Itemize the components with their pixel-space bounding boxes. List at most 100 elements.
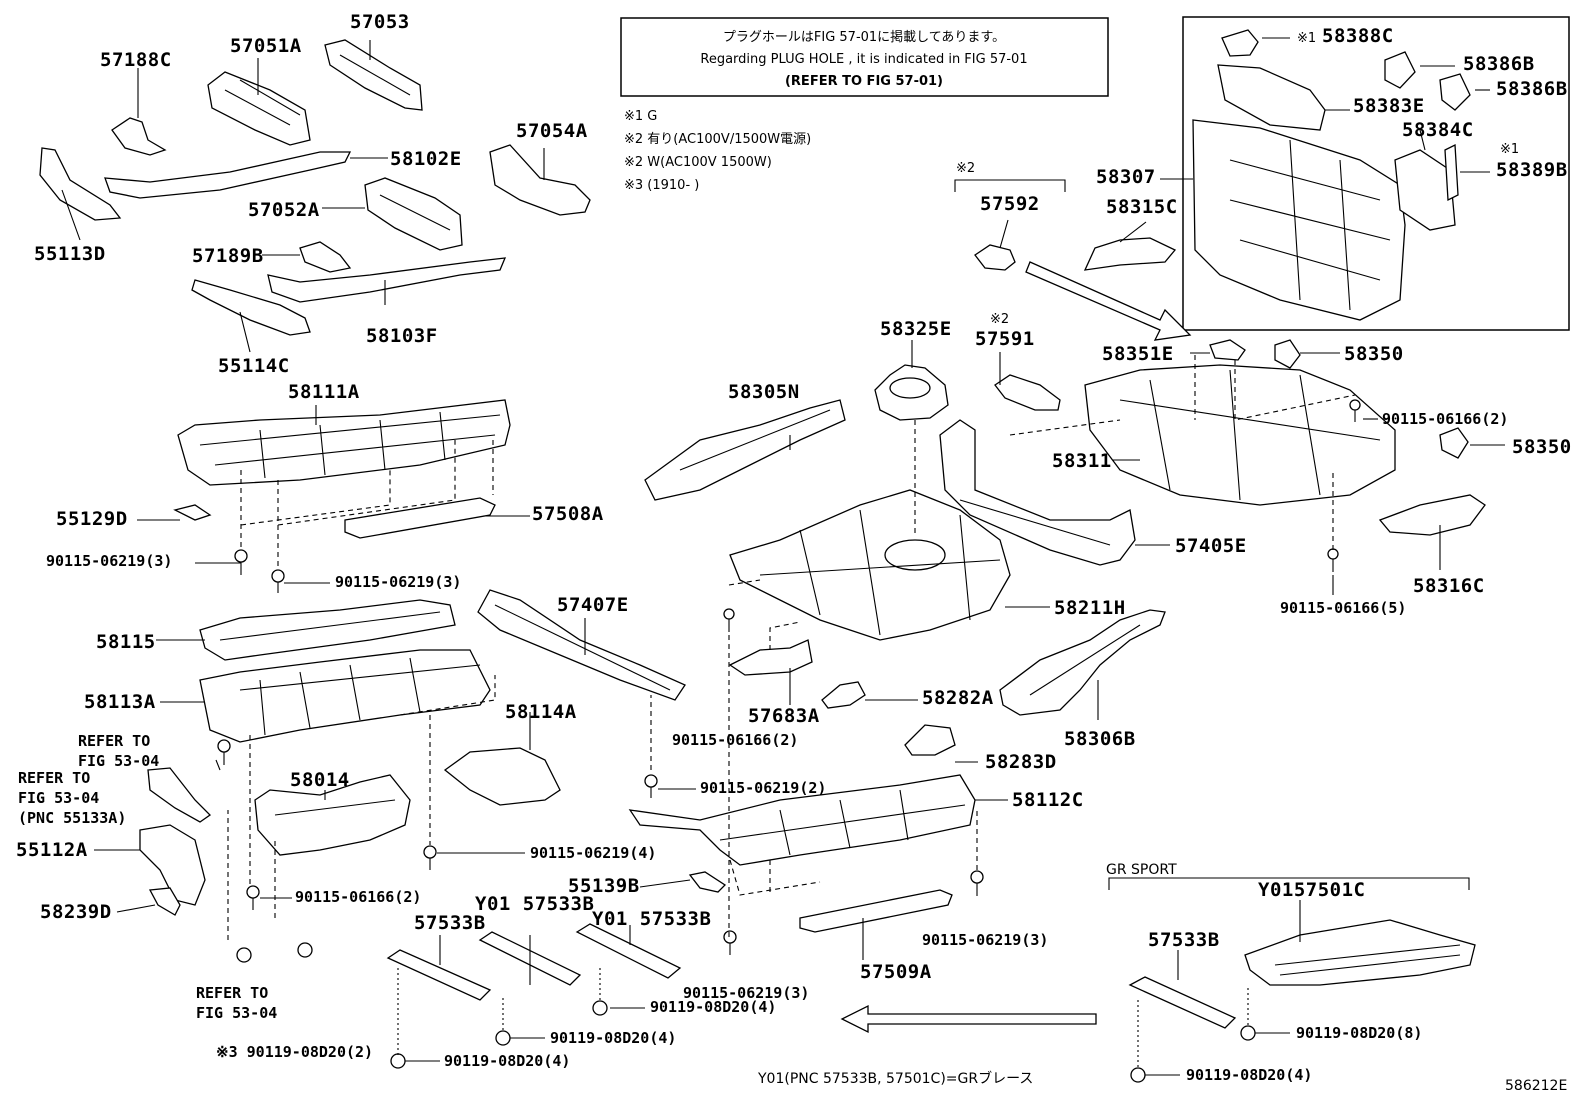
figure-id: 586212E — [1505, 1078, 1567, 1094]
mark-label: ※1 — [1500, 142, 1519, 157]
part-label: 90115-06166(2) — [672, 731, 798, 749]
bolt-icons — [217, 399, 1361, 1083]
part-label: 58386B — [1463, 53, 1535, 75]
part-label: 58307 — [1096, 166, 1156, 188]
bracket-markers — [954, 179, 1470, 890]
part-label: 58112C — [1012, 789, 1084, 811]
direction-arrow — [1025, 261, 1192, 341]
mark-label: ※2 — [990, 312, 1009, 327]
part-label: 55113D — [34, 243, 106, 265]
part-label: 90119-08D20(4) — [650, 998, 776, 1016]
legend: ※1 G ※2 有り(AC100V/1500W電源) ※2 W(AC100V 1… — [624, 109, 811, 193]
reference-label: REFER TO — [196, 984, 268, 1002]
part-label: 58282A — [922, 687, 994, 709]
notice-line-3: (REFER TO FIG 57-01) — [785, 74, 943, 89]
notice-line-1: プラグホールはFIG 57-01に掲載してあります。 — [723, 29, 1005, 45]
part-label: 58389B — [1496, 159, 1568, 181]
part-label: 90115-06219(3) — [335, 573, 461, 591]
part-label: 90115-06219(3) — [683, 984, 809, 1002]
part-label: 58383E — [1353, 95, 1425, 117]
part-label: Y01 57533B — [475, 893, 594, 915]
reference-labels: REFER TO FIG 53-04 REFER TO FIG 53-04 (P… — [18, 732, 277, 1022]
part-label: 57592 — [980, 193, 1040, 215]
part-label: 55112A — [16, 839, 88, 861]
part-label: 57508A — [532, 503, 604, 525]
part-label: 90115-06219(3) — [46, 552, 172, 570]
part-label: 58102E — [390, 148, 462, 170]
legend-item: ※1 G — [624, 109, 657, 124]
part-label: 57407E — [557, 594, 629, 616]
part-label: 58014 — [290, 769, 350, 791]
bolt-icon — [592, 1000, 608, 1016]
reference-label: FIG 53-04 — [196, 1004, 277, 1022]
part-label: 58351E — [1102, 343, 1174, 365]
part-label: 58114A — [505, 701, 577, 723]
bolt-icon — [495, 1030, 511, 1046]
part-label: 90115-06166(5) — [1280, 599, 1406, 617]
bolt-icon — [970, 870, 984, 896]
part-label: 90115-06166(2) — [295, 888, 421, 906]
part-label: 58115 — [96, 631, 156, 653]
part-label: 55139B — [568, 875, 640, 897]
part-label: 58325E — [880, 318, 952, 340]
part-label: 57591 — [975, 328, 1035, 350]
part-label: 57405E — [1175, 535, 1247, 557]
mark-labels: ※2 ※2 ※1 ※1 — [956, 31, 1519, 327]
part-label: 58113A — [84, 691, 156, 713]
part-label: 57533B — [1148, 929, 1220, 951]
part-label: 57509A — [860, 961, 932, 983]
bolt-icon — [217, 739, 231, 765]
part-label: 90119-08D20(4) — [1186, 1066, 1312, 1084]
part-label: 90119-08D20(4) — [550, 1029, 676, 1047]
legend-item: ※3 (1910- ) — [624, 178, 699, 193]
bolt-icon — [1349, 399, 1361, 422]
part-label: 58111A — [288, 381, 360, 403]
bolt-icon — [234, 549, 248, 575]
bolt-icon — [1130, 1067, 1146, 1083]
part-label: 58316C — [1413, 575, 1485, 597]
part-label: 58103F — [366, 325, 438, 347]
bolt-icon — [271, 569, 285, 593]
part-label: 58305N — [728, 381, 800, 403]
part-label: 58306B — [1064, 728, 1136, 750]
part-label: Y01 57533B — [592, 908, 711, 930]
bolt-icon — [236, 947, 252, 963]
part-label: 58211H — [1054, 597, 1126, 619]
part-label: 57188C — [100, 49, 172, 71]
part-label: 57052A — [248, 199, 320, 221]
part-label: 58315C — [1106, 196, 1178, 218]
bolt-icon — [1240, 1025, 1256, 1041]
part-label: 55114C — [218, 355, 290, 377]
part-label: 57053 — [350, 11, 410, 33]
part-label: 57189B — [192, 245, 264, 267]
part-label: 58388C — [1322, 25, 1394, 47]
mark-label: ※2 — [956, 161, 975, 176]
part-label: 58283D — [985, 751, 1057, 773]
reference-label: REFER TO — [18, 769, 90, 787]
legend-item: ※2 有り(AC100V/1500W電源) — [624, 132, 811, 147]
mark-label: ※1 — [1297, 31, 1316, 46]
gr-sport-label: GR SPORT — [1106, 862, 1177, 878]
part-label: 90115-06166(2) — [1382, 410, 1508, 428]
bolt-icon — [390, 1053, 406, 1069]
part-label: 57533B — [414, 912, 486, 934]
part-label: 90119-08D20(8) — [1296, 1024, 1422, 1042]
reference-label: FIG 53-04 — [78, 752, 159, 770]
part-label: 58350 — [1512, 436, 1572, 458]
direction-arrow — [840, 1004, 1097, 1034]
part-label: 58311 — [1052, 450, 1112, 472]
part-label: Y0157501C — [1258, 879, 1365, 901]
bolt-icon — [644, 774, 658, 798]
part-label: ※3 90119-08D20(2) — [216, 1043, 373, 1061]
part-label: 57051A — [230, 35, 302, 57]
assembly-lines — [227, 355, 1356, 1067]
part-labels: 57188C 57051A 57053 58102E 57054A 55113D… — [16, 11, 1572, 1084]
footnote: Y01(PNC 57533B, 57501C)=GRブレース — [757, 1070, 1033, 1087]
reference-label: (PNC 55133A) — [18, 809, 126, 827]
legend-item: ※2 W(AC100V 1500W) — [624, 155, 772, 170]
part-label: 57054A — [516, 120, 588, 142]
inset-box — [1160, 16, 1570, 331]
part-label: 58350 — [1344, 343, 1404, 365]
bolt-icon — [723, 930, 737, 955]
